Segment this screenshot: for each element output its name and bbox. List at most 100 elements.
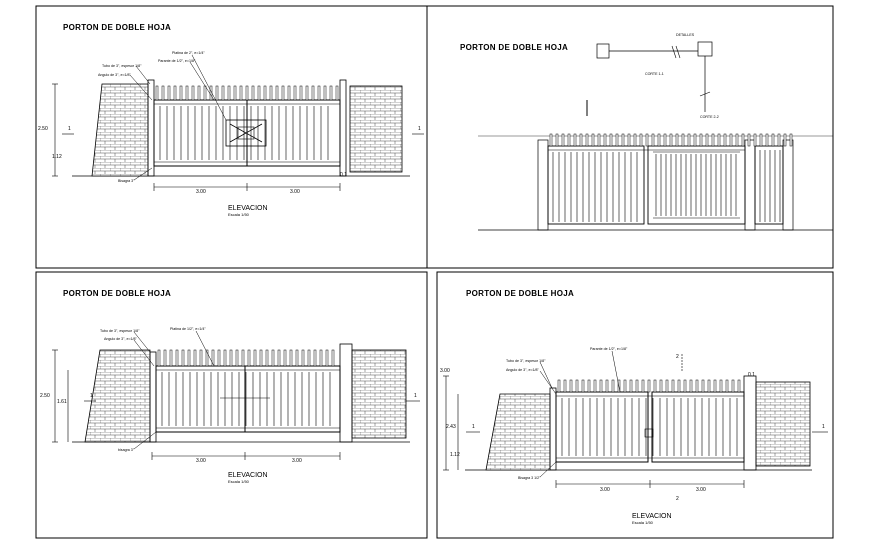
gate-spike — [227, 85, 231, 101]
gate-spike — [741, 133, 745, 147]
gate-spike — [605, 379, 609, 393]
gate-spike — [573, 133, 577, 147]
gate-spike — [181, 349, 185, 367]
svg-text:1: 1 — [472, 424, 475, 430]
gate-spike — [765, 133, 769, 147]
gate-spike — [575, 379, 579, 393]
section-1: CORTE 1-1 — [645, 72, 664, 76]
detail-title: DETALLES — [676, 33, 695, 37]
gate-spike — [725, 379, 729, 393]
svg-text:1: 1 — [822, 424, 825, 430]
gate-spike — [567, 133, 571, 147]
gate-spike — [671, 379, 675, 393]
gate-spike — [317, 85, 321, 101]
svg-text:Angulo de 3", e=1/8": Angulo de 3", e=1/8" — [104, 337, 138, 341]
gate-spike — [695, 379, 699, 393]
gate-spike — [783, 133, 787, 147]
gate-spike — [729, 133, 733, 147]
gate-spike — [593, 379, 597, 393]
gate-spike — [175, 349, 179, 367]
svg-text:ELEVACION: ELEVACION — [632, 513, 672, 520]
gate-spike — [251, 85, 255, 101]
svg-text:1: 1 — [68, 126, 71, 132]
gate-spike — [711, 133, 715, 147]
gate-spike — [609, 133, 613, 147]
gate-spike — [717, 133, 721, 147]
gate-spike — [305, 85, 309, 101]
gate-spike — [241, 349, 245, 367]
gate-spike — [681, 133, 685, 147]
gate-spike — [283, 349, 287, 367]
gate-spike — [651, 133, 655, 147]
gate-spike — [265, 349, 269, 367]
gate-spike — [215, 85, 219, 101]
svg-text:2.43: 2.43 — [446, 424, 456, 430]
gate-spike — [299, 85, 303, 101]
gate-spike — [313, 349, 317, 367]
gate-spike — [627, 133, 631, 147]
gate-spike — [271, 349, 275, 367]
gate-spike — [197, 85, 201, 101]
svg-text:bisagra 3": bisagra 3" — [118, 448, 135, 452]
gate-spike — [555, 133, 559, 147]
panel-2-title: PORTON DE DOBLE HOJA — [460, 43, 568, 52]
svg-text:0.1: 0.1 — [748, 372, 755, 378]
gate-spike — [169, 349, 173, 367]
gate-spike — [735, 133, 739, 147]
gate-spike — [629, 379, 633, 393]
panel-1-title: PORTON DE DOBLE HOJA — [63, 23, 171, 32]
gate-spike — [657, 133, 661, 147]
svg-text:Bisagra 3 1/2": Bisagra 3 1/2" — [518, 476, 541, 480]
panel-2: PORTON DE DOBLE HOJA DETALLES CORTE 1-1 … — [460, 33, 833, 231]
svg-text:Escala 1/50: Escala 1/50 — [228, 479, 250, 484]
gate-spike — [747, 133, 751, 147]
gate-spike — [161, 85, 165, 101]
gate-spike — [645, 133, 649, 147]
svg-text:Platina de 1/2", e=1/4": Platina de 1/2", e=1/4" — [170, 327, 206, 331]
svg-text:Escala 1/50: Escala 1/50 — [632, 520, 654, 525]
gate-spike — [167, 85, 171, 101]
note-platina: Platina de 2", e=1/4" — [172, 51, 205, 55]
gate-spike — [229, 349, 233, 367]
section-2: CORTE 2-2 — [700, 115, 719, 119]
gate-spike — [185, 85, 189, 101]
svg-text:3.00: 3.00 — [600, 487, 610, 493]
panel-frame-4 — [436, 271, 834, 539]
note-bisagra: Bisagra 3" — [118, 179, 135, 183]
gate-spike — [563, 379, 567, 393]
gate-spike — [187, 349, 191, 367]
gate-spike — [713, 379, 717, 393]
panel-1: PORTON DE DOBLE HOJA 2.50 1.12 1 1 — [38, 23, 424, 217]
gate-spike — [789, 133, 793, 147]
svg-text:3.00: 3.00 — [196, 458, 206, 464]
gate-spike — [179, 85, 183, 101]
gate-spike — [281, 85, 285, 101]
panel-3: PORTON DE DOBLE HOJA 2.50 1.61 1 1 3.00 … — [40, 289, 420, 484]
panel-4: PORTON DE DOBLE HOJA 3.00 2.43 1.12 1 1 … — [440, 289, 828, 525]
gate-spike — [257, 85, 261, 101]
gate-spike — [245, 85, 249, 101]
gate-spike — [737, 379, 741, 393]
gate-spike — [693, 133, 697, 147]
gate-spike — [701, 379, 705, 393]
gate-spike — [221, 85, 225, 101]
gate-leaf-left — [153, 99, 248, 167]
gate-spike — [157, 349, 161, 367]
gate-spike — [561, 133, 565, 147]
gate-spike — [587, 379, 591, 393]
panel-3-title: PORTON DE DOBLE HOJA — [63, 289, 171, 298]
gate-spike — [335, 85, 339, 101]
gate-spike — [621, 133, 625, 147]
gate-spike — [759, 133, 763, 147]
gate-spike — [275, 85, 279, 101]
dim-height: 2.50 — [38, 126, 48, 132]
note-parante: Parante de 1/2", e=1/8" — [158, 59, 196, 63]
svg-text:1.61: 1.61 — [57, 399, 67, 405]
svg-text:1: 1 — [418, 126, 421, 132]
gate-spike — [683, 379, 687, 393]
gate-spike — [325, 349, 329, 367]
gate-spike — [653, 379, 657, 393]
gate-spike — [217, 349, 221, 367]
gate-spike — [663, 133, 667, 147]
